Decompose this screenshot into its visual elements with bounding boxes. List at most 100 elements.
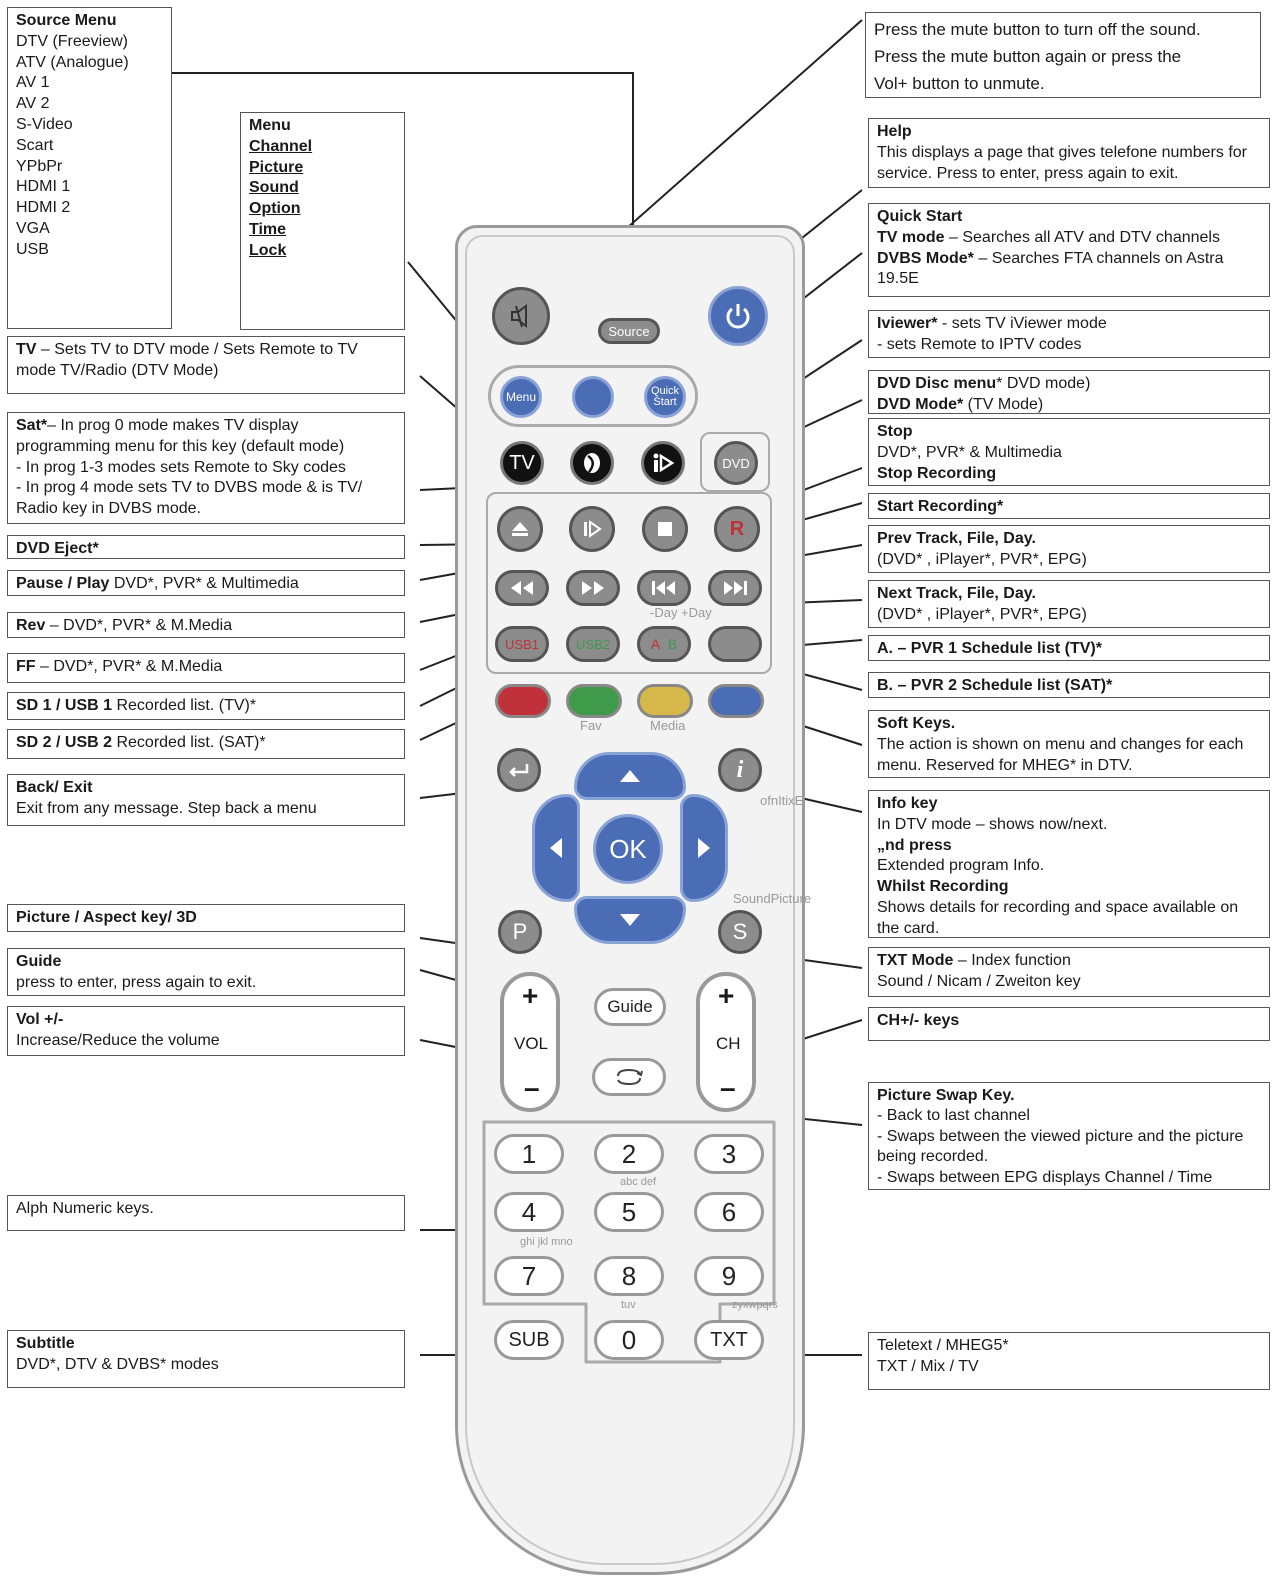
guide-label: Guide	[607, 997, 653, 1016]
digit-4-button[interactable]: 4	[494, 1192, 564, 1232]
source-menu-title: Source Menu	[16, 12, 117, 29]
ch-minus[interactable]: –	[720, 1072, 736, 1103]
sound-label: S	[732, 919, 748, 944]
note-tv: TV – Sets TV to DTV mode / Sets Remote t…	[7, 336, 405, 394]
note-rec: Start Recording*	[868, 493, 1270, 519]
dpad-right[interactable]	[680, 794, 728, 902]
menu-button[interactable]: Menu	[500, 376, 542, 418]
day-label: -Day +Day	[650, 605, 712, 620]
note-text: (TV Mode)	[963, 395, 1044, 413]
note-swap: Picture Swap Key. - Back to last channel…	[868, 1082, 1270, 1190]
note-text: Exit from any message. Step back a menu	[16, 799, 317, 817]
digit-3-button[interactable]: 3	[694, 1134, 764, 1174]
dvd-button[interactable]: DVD	[714, 441, 758, 485]
green-key[interactable]	[566, 684, 622, 718]
source-item: USB	[16, 240, 49, 258]
vol-minus[interactable]: –	[524, 1072, 540, 1103]
note-key: Pause / Play	[16, 575, 110, 592]
usb2-button[interactable]: USB2	[566, 626, 620, 662]
record-button[interactable]: R	[714, 506, 760, 552]
txt-button[interactable]: TXT	[694, 1320, 764, 1360]
tv-button[interactable]: TV	[500, 441, 544, 485]
ch-plus[interactable]: +	[718, 980, 735, 1011]
power-button[interactable]	[708, 286, 768, 346]
note-line: Vol+ button to unmute.	[874, 74, 1045, 94]
rewind-button[interactable]	[495, 570, 549, 606]
note-text: – Sets TV to DTV mode / Sets Remote to T…	[16, 341, 358, 379]
source-button[interactable]: Source	[598, 318, 660, 344]
menu-item: Channel	[249, 137, 313, 155]
a-b-button[interactable]: A B	[637, 626, 691, 662]
digit-6-button[interactable]: 6	[694, 1192, 764, 1232]
schedule-b-button[interactable]	[708, 626, 762, 662]
note-key: FF	[16, 658, 36, 675]
blue-key[interactable]	[708, 684, 764, 718]
iviewer-button[interactable]	[641, 441, 685, 485]
note-key: DVD Disc menu	[877, 375, 997, 392]
play-pause-button[interactable]	[569, 506, 615, 552]
source-item: ATV (Analogue)	[16, 53, 129, 71]
red-key[interactable]	[495, 684, 551, 718]
picture-label: P	[512, 919, 528, 944]
dpad-up[interactable]	[574, 752, 686, 800]
note-b: B. – PVR 2 Schedule list (SAT)*	[868, 672, 1270, 698]
dpad: OK	[530, 750, 730, 946]
digit-9-button[interactable]: 9	[694, 1256, 764, 1296]
note-key: Guide	[16, 953, 62, 970]
digit-5-button[interactable]: 5	[594, 1192, 664, 1232]
note-key: Stop	[877, 423, 913, 440]
ghi-label: ghi jkl mno	[520, 1236, 573, 1248]
digit-8-button[interactable]: 8	[594, 1256, 664, 1296]
digit-label: 8	[621, 1260, 637, 1291]
digit-1-button[interactable]: 1	[494, 1134, 564, 1174]
note-text: The action is shown on menu and changes …	[877, 735, 1244, 774]
source-item: HDMI 1	[16, 178, 71, 196]
guide-button[interactable]: Guide	[594, 988, 666, 1026]
sat-button[interactable]	[570, 441, 614, 485]
note-rev: Rev – DVD*, PVR* & M.Media	[7, 612, 405, 638]
note-text: – Searches all ATV and DTV channels	[944, 228, 1220, 246]
digit-7-button[interactable]: 7	[494, 1256, 564, 1296]
menu-item: Option	[249, 200, 301, 218]
next-track-button[interactable]	[708, 570, 762, 606]
ok-button[interactable]: OK	[593, 814, 663, 884]
digit-0-button[interactable]: 0	[594, 1320, 664, 1360]
sat-icon	[584, 453, 600, 473]
ch-rocker[interactable]: + CH –	[696, 972, 756, 1112]
swap-button[interactable]	[592, 1058, 666, 1096]
note-text: DVD*, PVR* & Multimedia	[109, 575, 299, 592]
note-help: Help This displays a page that gives tel…	[868, 118, 1270, 188]
dpad-left[interactable]	[532, 794, 580, 902]
help-button[interactable]	[572, 376, 614, 418]
note-back: Back/ Exit Exit from any message. Step b…	[7, 774, 405, 826]
note-stop: Stop DVD*, PVR* & Multimedia Stop Record…	[868, 418, 1270, 486]
note-key: DVD Mode*	[877, 395, 964, 413]
eject-button[interactable]	[497, 506, 543, 552]
usb1-button[interactable]: USB1	[495, 626, 549, 662]
abc-def-label: abc def	[620, 1176, 657, 1188]
picture-button[interactable]: P	[498, 910, 542, 954]
note-line: TXT / Mix / TV	[877, 1357, 979, 1375]
note-key: CH+/- keys	[877, 1012, 960, 1029]
sub-button[interactable]: SUB	[494, 1320, 564, 1360]
note-text: * DVD mode)	[996, 375, 1091, 392]
info-sub-label: ofnItixE	[760, 793, 804, 808]
prev-track-button[interactable]	[637, 570, 691, 606]
info-button[interactable]: i	[718, 748, 762, 792]
fast-forward-button[interactable]	[566, 570, 620, 606]
vol-rocker[interactable]: + VOL –	[500, 972, 560, 1112]
note-key: Start Recording*	[877, 498, 1004, 515]
stop-button[interactable]	[642, 506, 688, 552]
quick-start-button[interactable]: Quick Start	[644, 376, 686, 418]
digit-label: 4	[521, 1196, 537, 1227]
yellow-key[interactable]	[637, 684, 693, 718]
back-button[interactable]	[497, 748, 541, 792]
sound-button[interactable]: S	[718, 910, 762, 954]
digit-2-button[interactable]: 2	[594, 1134, 664, 1174]
note-text: (DVD* , iPlayer*, PVR*, EPG)	[877, 550, 1087, 568]
mute-button[interactable]	[492, 287, 550, 345]
note-text: DVD*, DTV & DVBS* modes	[16, 1355, 219, 1373]
dpad-down[interactable]	[574, 896, 686, 944]
menu-box: Menu Channel Picture Sound Option Time L…	[240, 112, 405, 330]
vol-plus[interactable]: +	[522, 980, 539, 1011]
